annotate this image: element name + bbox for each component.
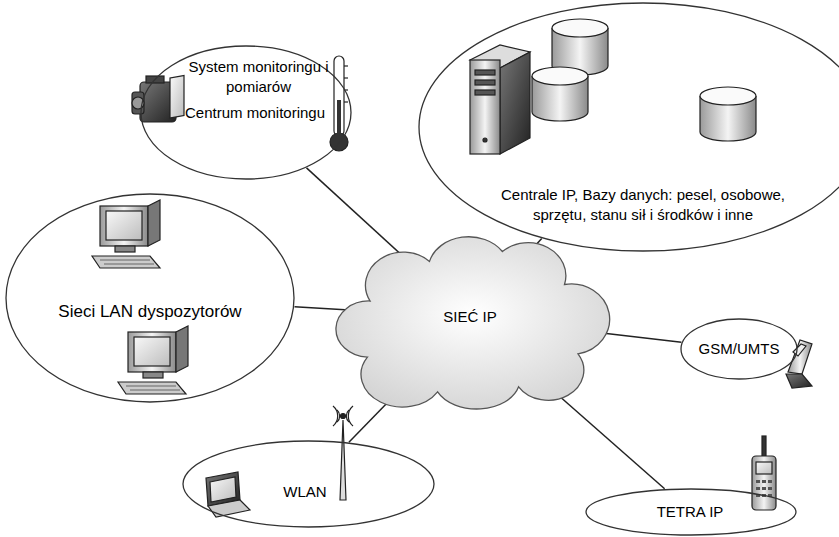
server-icon (470, 45, 530, 154)
node-label: Sieci LAN dyspozytorów (15, 301, 285, 323)
network-ellipse: System monitoringu i pomiarówCentrum mon… (140, 45, 352, 180)
ellipse-outline (5, 193, 295, 403)
computer-icon (92, 200, 160, 268)
network-cloud: SIEĆ IP (335, 235, 605, 400)
laptop-icon (206, 472, 250, 517)
network-ellipse: Centrale IP, Bazy danych: pesel, osobowe… (418, 2, 839, 252)
node-label: Centrum monitoringu (170, 103, 340, 123)
camera-icon (132, 76, 184, 122)
node-label: TETRA IP (635, 502, 745, 522)
network-ellipse: TETRA IP (585, 488, 797, 536)
node-label: SIEĆ IP (335, 307, 605, 327)
network-link (295, 307, 350, 310)
antenna-icon (333, 406, 353, 500)
network-ellipse: WLAN (182, 440, 435, 528)
radio-icon (752, 436, 776, 510)
node-label: WLAN (260, 482, 350, 502)
network-link (307, 168, 403, 256)
thermometer-icon (330, 56, 348, 151)
node-label: GSM/UMTS (680, 339, 798, 359)
node-label: Centrale IP, Bazy danych: pesel, osobowe… (478, 185, 808, 224)
network-ellipse: Sieci LAN dyspozytorów (5, 193, 295, 403)
database-icon (532, 19, 756, 141)
network-ellipse: GSM/UMTS (680, 318, 798, 380)
computer-icon (118, 326, 188, 394)
node-label: System monitoringu i pomiarów (186, 57, 331, 96)
